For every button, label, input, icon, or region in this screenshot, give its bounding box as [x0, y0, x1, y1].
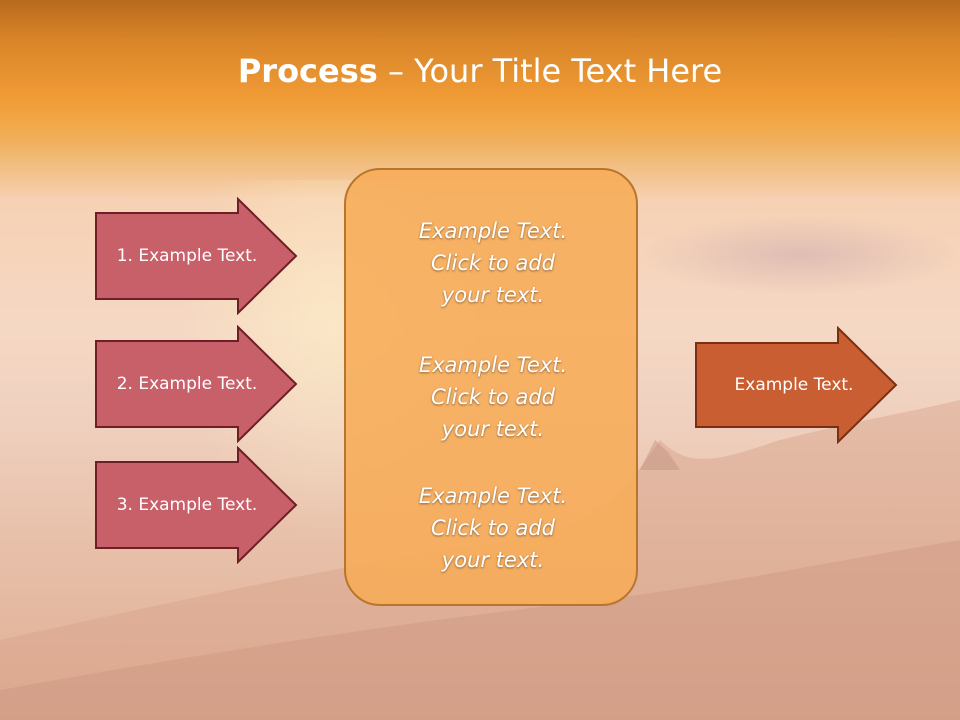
input-arrow-3[interactable]: 3. Example Text.: [95, 446, 299, 564]
input-arrow-2[interactable]: 2. Example Text.: [95, 325, 299, 443]
center-text-block-3: Example Text. Click to add your text.: [346, 480, 640, 576]
arrow-shape: [695, 326, 898, 444]
center-line: your text.: [441, 548, 545, 572]
center-line: Example Text.: [418, 219, 568, 243]
title-rest: – Your Title Text Here: [377, 52, 723, 90]
center-line: Example Text.: [418, 484, 568, 508]
title-strong: Process: [237, 52, 378, 90]
center-line: Click to add: [430, 251, 555, 275]
center-line: your text.: [441, 283, 545, 307]
center-text-box[interactable]: Example Text. Click to add your text. Ex…: [344, 168, 638, 606]
input-arrow-label: 3. Example Text.: [116, 495, 258, 515]
arrow-shape: [95, 197, 298, 315]
center-text-block-1: Example Text. Click to add your text.: [346, 215, 640, 311]
title-band: [0, 0, 960, 150]
center-line: your text.: [441, 417, 545, 441]
center-line: Example Text.: [418, 353, 568, 377]
output-arrow-label: Example Text.: [734, 375, 854, 395]
center-text-block-2: Example Text. Click to add your text.: [346, 349, 640, 445]
center-line: Click to add: [430, 516, 555, 540]
arrow-shape: [95, 446, 298, 564]
input-arrow-1[interactable]: 1. Example Text.: [95, 197, 299, 315]
input-arrow-label: 1. Example Text.: [116, 246, 258, 266]
cloud-haze: [640, 215, 960, 295]
input-arrow-label: 2. Example Text.: [116, 374, 258, 394]
slide-title: Process – Your Title Text Here: [0, 52, 960, 90]
center-line: Click to add: [430, 385, 555, 409]
output-arrow[interactable]: Example Text.: [695, 326, 899, 444]
arrow-shape: [95, 325, 298, 443]
